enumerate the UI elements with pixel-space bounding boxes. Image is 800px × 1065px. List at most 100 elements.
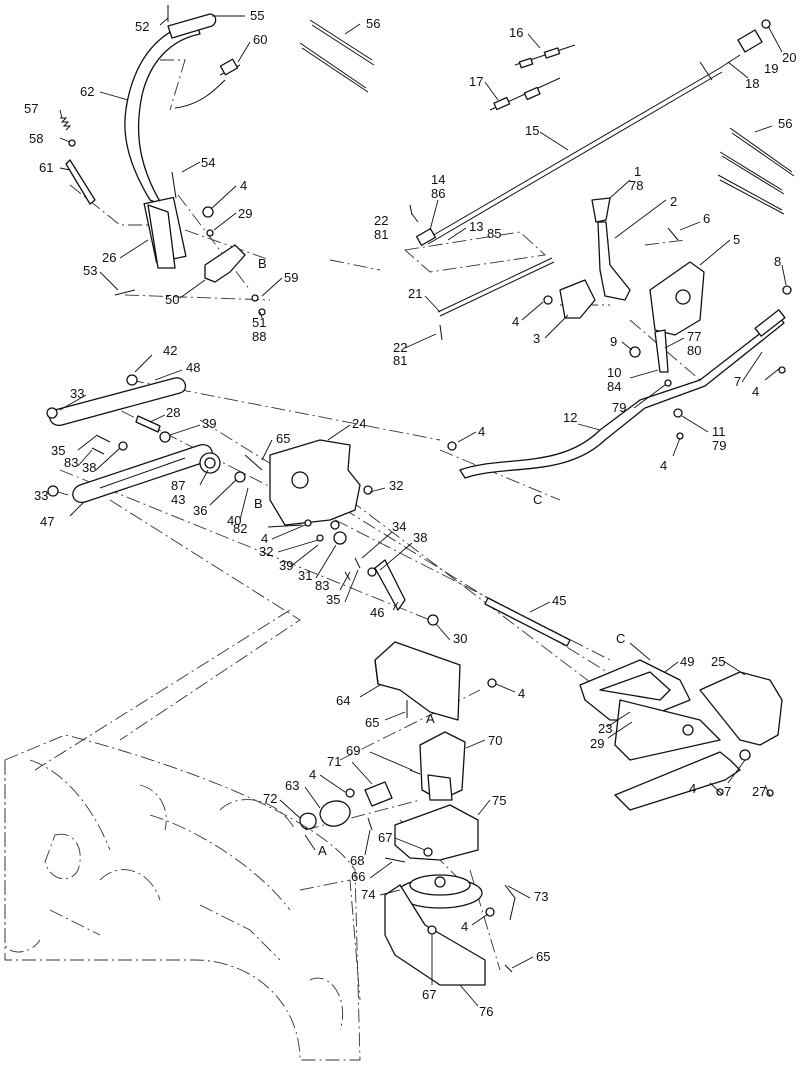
callout-53: 53	[83, 263, 97, 278]
callout-85: 85	[487, 226, 501, 241]
handle-grip	[167, 13, 217, 39]
callout-39b: 39	[279, 558, 293, 573]
callout-28: 28	[166, 405, 180, 420]
shaft-45	[484, 597, 571, 647]
callout-22b: 22	[393, 340, 407, 355]
callout-35b: 35	[326, 592, 340, 607]
callout-C: C	[533, 492, 542, 507]
bracket-24	[269, 439, 361, 526]
bracket-76	[384, 884, 486, 986]
callout-A2: A	[318, 843, 327, 858]
callout-26: 26	[102, 250, 116, 265]
callout-80: 80	[687, 343, 701, 358]
auger-housing	[4, 734, 361, 1061]
callout-49: 49	[680, 654, 694, 669]
callout-67: 67	[378, 830, 392, 845]
callout-30: 30	[453, 631, 467, 646]
callout-86: 86	[431, 186, 445, 201]
callout-14: 14	[431, 172, 445, 187]
callout-4c: 4	[752, 384, 759, 399]
bolt-77	[654, 329, 669, 373]
callout-45: 45	[552, 593, 566, 608]
callout-29b: 29	[590, 736, 604, 751]
spring-57	[60, 117, 72, 131]
callout-71: 71	[327, 754, 341, 769]
callout-73: 73	[534, 889, 548, 904]
callout-4h: 4	[309, 767, 316, 782]
knob-1	[591, 197, 611, 223]
callout-8: 8	[774, 254, 781, 269]
callout-1: 1	[634, 164, 641, 179]
callout-74: 74	[361, 887, 375, 902]
callout-34: 34	[392, 519, 406, 534]
bolt-54	[171, 171, 177, 199]
rods-56	[299, 19, 795, 215]
callout-15: 15	[525, 123, 539, 138]
callout-35: 35	[51, 443, 65, 458]
chute-lever-50	[204, 244, 246, 283]
callout-40: 40	[227, 513, 241, 528]
washer-58	[68, 139, 76, 147]
bolt-53	[114, 289, 136, 296]
callout-29: 29	[238, 206, 252, 221]
callout-7b: 7	[724, 784, 731, 799]
linkage-left	[46, 374, 439, 626]
callout-79b: 79	[712, 438, 726, 453]
callout-66: 66	[351, 869, 365, 884]
handle-tube	[124, 21, 201, 206]
callout-B: B	[258, 256, 267, 271]
callout-64: 64	[336, 693, 350, 708]
callout-16: 16	[509, 25, 523, 40]
callout-84: 84	[607, 379, 621, 394]
callout-57: 57	[24, 101, 38, 116]
callout-B2: B	[254, 496, 263, 511]
callout-72: 72	[263, 791, 277, 806]
callout-65c: 65	[536, 949, 550, 964]
callout-9: 9	[610, 334, 617, 349]
callout-6: 6	[703, 211, 710, 226]
handle-bracket-plate	[147, 204, 176, 269]
shift-rod-assembly	[409, 19, 771, 341]
callout-4f: 4	[261, 531, 268, 546]
link-lower	[614, 751, 741, 811]
callout-33: 33	[70, 386, 84, 401]
callout-18: 18	[745, 76, 759, 91]
callout-22: 22	[374, 213, 388, 228]
callout-82: 82	[233, 521, 247, 536]
callout-63: 63	[285, 778, 299, 793]
callout-56b: 56	[778, 116, 792, 131]
callout-2: 2	[670, 194, 677, 209]
callout-48: 48	[186, 360, 200, 375]
callout-68: 68	[350, 853, 364, 868]
shaft-and-frame	[484, 597, 783, 811]
callout-32: 32	[389, 478, 403, 493]
callout-4g: 4	[518, 686, 525, 701]
callout-4: 4	[240, 178, 247, 193]
shift-rod-15	[424, 54, 741, 241]
callout-12: 12	[563, 410, 577, 425]
callout-33b: 33	[34, 488, 48, 503]
callout-25: 25	[711, 654, 725, 669]
callout-50: 50	[165, 292, 179, 307]
rod-knob-19	[737, 29, 763, 53]
callout-58: 58	[29, 131, 43, 146]
callout-4d: 4	[660, 458, 667, 473]
callout-61: 61	[39, 160, 53, 175]
bearing-72	[299, 812, 317, 830]
rod-21	[437, 257, 555, 317]
drive-assembly	[299, 641, 516, 986]
callout-31: 31	[298, 568, 312, 583]
shift-lever-assembly	[543, 197, 792, 387]
callout-62: 62	[80, 84, 94, 99]
coupling-71	[364, 781, 393, 807]
callout-52: 52	[135, 19, 149, 34]
callout-27: 27	[752, 784, 766, 799]
callout-A: A	[426, 711, 435, 726]
callout-4e: 4	[478, 424, 485, 439]
callout-79: 79	[612, 400, 626, 415]
callout-4b: 4	[512, 314, 519, 329]
housing-outline	[4, 734, 361, 1061]
callout-38: 38	[82, 460, 96, 475]
callout-77: 77	[687, 329, 701, 344]
